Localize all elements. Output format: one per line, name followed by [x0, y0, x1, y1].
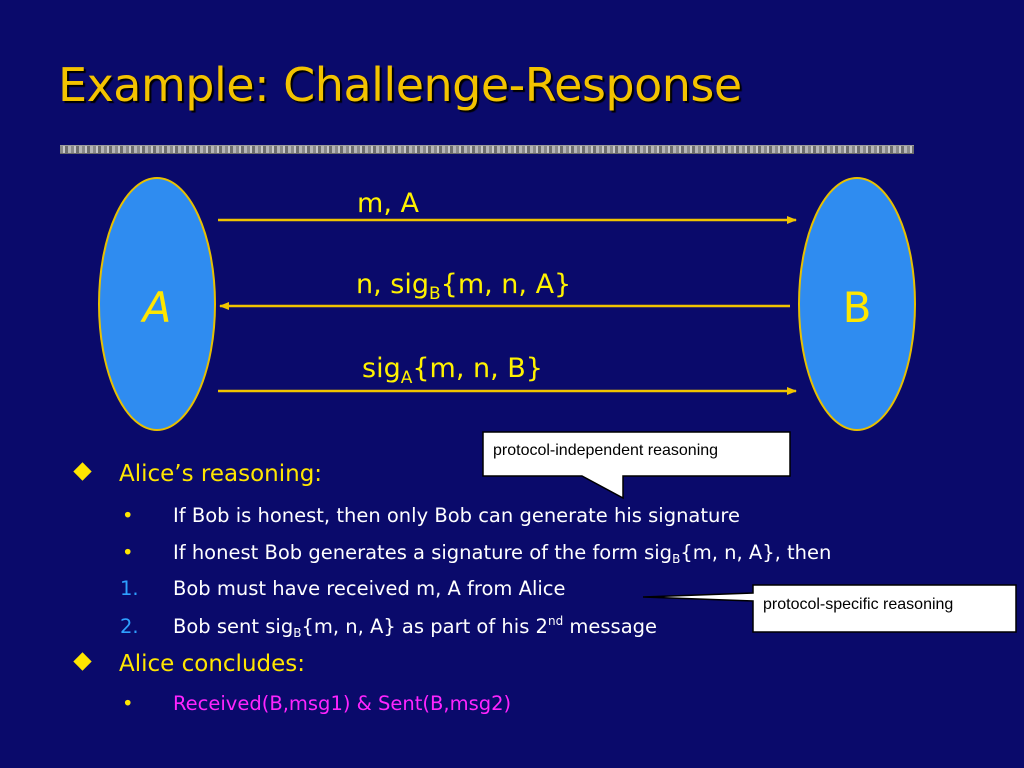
msg3-suffix: {m, n, B} — [412, 353, 543, 384]
slide-title: Example: Challenge-Response — [58, 58, 742, 112]
alice-concludes-text: Alice concludes: — [119, 651, 306, 677]
item-text-sub: B — [293, 626, 302, 640]
msg3-prefix: sig — [362, 353, 401, 384]
alice-reasoning-text: Alice’s reasoning: — [119, 461, 323, 487]
callout-specific-text: protocol-specific reasoning — [763, 596, 953, 613]
diamond-bullet-icon — [73, 652, 92, 671]
msg2-prefix: n, sig — [356, 269, 429, 300]
item-text-mid: {m, n, A} as part of his 2 — [301, 615, 548, 638]
node-a-label: A — [140, 283, 172, 332]
number-marker: 2. — [120, 615, 139, 638]
heading-alice-concludes: Alice concludes: — [70, 651, 305, 677]
item-text: If Bob is honest, then only Bob can gene… — [173, 504, 740, 527]
list-item-conclusion: • Received(B,msg1) & Sent(B,msg2) — [118, 692, 511, 715]
item-text-sup: nd — [547, 614, 564, 628]
number-marker: 1. — [120, 577, 139, 600]
bullet-marker: • — [122, 541, 134, 564]
bullet-marker: • — [122, 692, 134, 715]
item-text-sub: B — [672, 552, 681, 566]
callout-protocol-independent: protocol-independent reasoning — [482, 431, 791, 500]
conclusion-text: Received(B,msg1) & Sent(B,msg2) — [173, 692, 512, 715]
msg2-suffix: {m, n, A} — [441, 269, 572, 300]
node-a — [98, 177, 216, 431]
item-text: Bob sent sigB{m, n, A} as part of his 2n… — [173, 614, 658, 640]
msg1-label: m, A — [357, 188, 419, 219]
item-text: If honest Bob generates a signature of t… — [173, 541, 832, 566]
list-item: • If Bob is honest, then only Bob can gen… — [118, 504, 740, 527]
title-divider — [60, 145, 914, 154]
item-text-post: {m, n, A}, then — [680, 541, 832, 564]
node-b — [798, 177, 916, 431]
item-text-pre: Bob sent sig — [173, 615, 294, 638]
list-item: 1. Bob must have received m, A from Alice — [118, 577, 566, 600]
list-item: • If honest Bob generates a signature of … — [118, 541, 831, 566]
heading-alice-reasoning: Alice’s reasoning: — [70, 461, 322, 487]
item-text-pre: If honest Bob generates a signature of t… — [173, 541, 673, 564]
callout-independent-text: protocol-independent reasoning — [493, 442, 718, 459]
msg3-label: sigA{m, n, B} — [362, 353, 543, 388]
msg2-sub: B — [429, 284, 441, 304]
item-text: Bob must have received m, A from Alice — [173, 577, 566, 600]
msg2-label: n, sigB{m, n, A} — [356, 269, 571, 304]
node-b-label: B — [843, 283, 872, 332]
diamond-bullet-icon — [73, 462, 92, 481]
item-text-post: message — [563, 615, 658, 638]
bullet-marker: • — [122, 504, 134, 527]
msg3-sub: A — [401, 368, 413, 388]
callout-protocol-specific: protocol-specific reasoning — [642, 584, 1017, 633]
list-item: 2. Bob sent sigB{m, n, A} as part of his … — [118, 614, 657, 640]
